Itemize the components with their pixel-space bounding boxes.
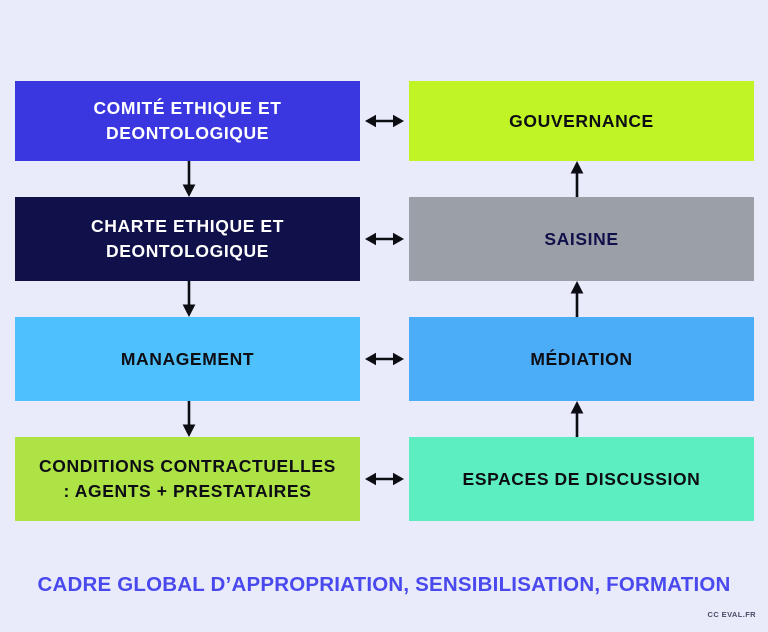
box-label: SAISINE xyxy=(544,228,619,249)
box-saisine[interactable]: SAISINE xyxy=(409,197,754,281)
arrow-up-icon xyxy=(570,401,584,437)
arrow-up-icon xyxy=(570,161,584,197)
arrow-left-right-icon xyxy=(365,231,404,247)
credit-label: CC EVAL.FR xyxy=(707,610,756,619)
arrow-down-icon xyxy=(182,161,196,197)
box-gouvernance[interactable]: GOUVERNANCE xyxy=(409,81,754,161)
arrow-left-right-icon xyxy=(365,351,404,367)
box-label: MANAGEMENT xyxy=(120,348,255,369)
box-label: GOUVERNANCE xyxy=(509,110,654,131)
box-management[interactable]: MANAGEMENT xyxy=(15,317,360,401)
box-comite-ethique[interactable]: COMITÉ ETHIQUE ET DEONTOLOGIQUE xyxy=(15,81,360,161)
box-label: COMITÉ ETHIQUE ET DEONTOLOGIQUE xyxy=(93,98,282,143)
arrow-left-right-icon xyxy=(365,113,404,129)
box-label: CONDITIONS CONTRACTUELLES : AGENTS + PRE… xyxy=(39,456,336,501)
box-label: ESPACES DE DISCUSSION xyxy=(462,468,701,489)
box-espaces-de-discussion[interactable]: ESPACES DE DISCUSSION xyxy=(409,437,754,521)
box-conditions-contractuelles[interactable]: CONDITIONS CONTRACTUELLES : AGENTS + PRE… xyxy=(15,437,360,521)
diagram-caption: CADRE GLOBAL D’APPROPRIATION, SENSIBILIS… xyxy=(37,573,731,596)
arrow-down-icon xyxy=(182,281,196,317)
arrow-down-icon xyxy=(182,401,196,437)
box-label: MÉDIATION xyxy=(530,348,633,369)
box-label: CHARTE ETHIQUE ET DEONTOLOGIQUE xyxy=(91,216,284,261)
box-mediation[interactable]: MÉDIATION xyxy=(409,317,754,401)
box-charte-ethique[interactable]: CHARTE ETHIQUE ET DEONTOLOGIQUE xyxy=(15,197,360,281)
arrow-up-icon xyxy=(570,281,584,317)
arrow-left-right-icon xyxy=(365,471,404,487)
